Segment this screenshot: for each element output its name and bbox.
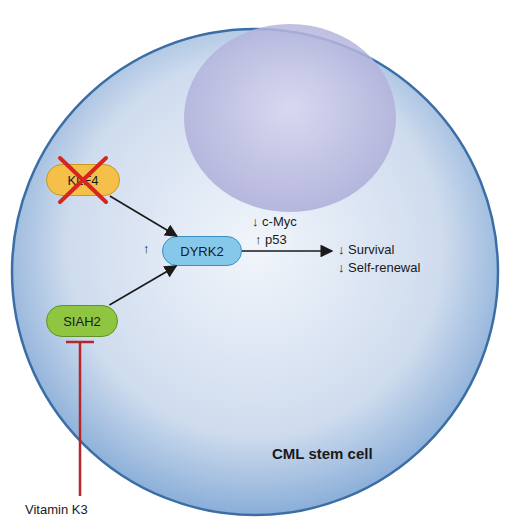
- protein-pill: SIAH2: [46, 305, 118, 337]
- annotation-text: ↓ Self-renewal: [338, 260, 420, 275]
- annotation-text: ↓ Survival: [338, 242, 394, 257]
- cell-outline: CML stem cell KLF4DYRK2SIAH2: [10, 27, 500, 517]
- protein-pill: KLF4: [46, 164, 120, 196]
- protein-name: SIAH2: [63, 314, 101, 329]
- activation-arrow: [109, 266, 176, 305]
- cross-mark: [60, 158, 106, 202]
- activation-arrow: [110, 196, 177, 236]
- annotation-text: ↓ c-Myc: [252, 214, 297, 229]
- cell-shape: [10, 27, 500, 517]
- inhibition-bar: [66, 341, 94, 344]
- protein-name: KLF4: [67, 173, 98, 188]
- effect-arrow: [242, 250, 332, 252]
- inhibition-line: [79, 342, 82, 496]
- annotation-text: Vitamin K3: [25, 502, 88, 517]
- annotation-text: ↑: [143, 241, 150, 256]
- cross-mark: [60, 158, 106, 202]
- cell-title: CML stem cell: [272, 445, 373, 462]
- protein-name: DYRK2: [180, 244, 223, 259]
- protein-pill: DYRK2: [162, 236, 242, 266]
- annotation-text: ↑ p53: [255, 232, 287, 247]
- nucleus: [184, 24, 396, 212]
